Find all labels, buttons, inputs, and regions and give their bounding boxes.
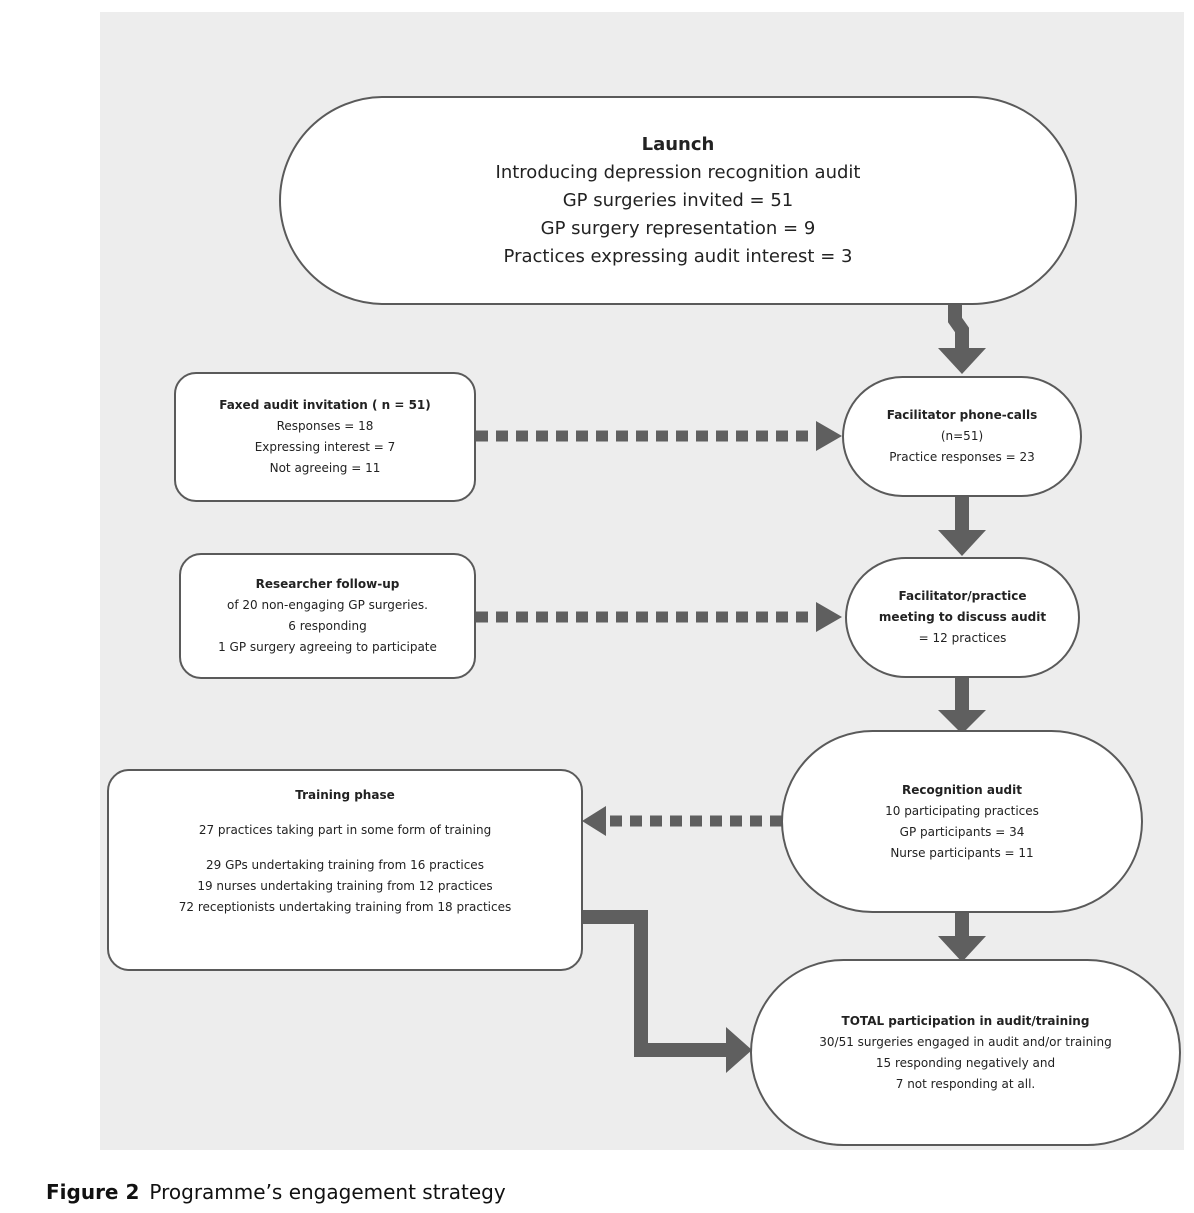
total-participation-title: TOTAL participation in audit/training xyxy=(841,1013,1090,1028)
arrow-launch-to-phone xyxy=(948,305,969,350)
dotted-arrowhead-researcher-to-meeting xyxy=(816,602,842,632)
figure-caption-label: Figure 2 xyxy=(46,1180,140,1204)
total-participation-node: TOTAL participation in audit/training 30… xyxy=(750,959,1181,1146)
arrowhead-meeting-to-recognition xyxy=(938,710,986,734)
phone-calls-line: (n=51) xyxy=(940,429,984,443)
researcher-followup-line: of 20 non-engaging GP surgeries. xyxy=(227,598,428,612)
launch-title: Launch xyxy=(641,133,715,155)
faxed-invitation-node: Faxed audit invitation ( n = 51) Respons… xyxy=(174,372,476,502)
total-participation-line: 15 responding negatively and xyxy=(875,1055,1056,1070)
recognition-audit-line: 10 participating practices xyxy=(885,803,1039,818)
faxed-invitation-line: Expressing interest = 7 xyxy=(254,440,396,454)
recognition-audit-line: Nurse participants = 11 xyxy=(890,845,1034,860)
dotted-arrowhead-recognition-to-training xyxy=(582,806,606,836)
practice-meeting-node: Facilitator/practice meeting to discuss … xyxy=(845,557,1080,678)
arrow-training-to-total xyxy=(583,910,730,1057)
launch-line: GP surgeries invited = 51 xyxy=(562,189,794,211)
launch-line: Introducing depression recognition audit xyxy=(495,161,861,183)
dotted-arrowhead-faxed-to-phone xyxy=(816,421,842,451)
training-phase-line: 29 GPs undertaking training from 16 prac… xyxy=(206,858,484,872)
figure-caption: Figure 2 Programme’s engagement strategy xyxy=(46,1180,506,1204)
training-phase-title: Training phase xyxy=(295,788,395,802)
training-phase-line: 72 receptionists undertaking training fr… xyxy=(178,900,512,914)
researcher-followup-title: Researcher follow-up xyxy=(255,577,400,591)
training-phase-line: 27 practices taking part in some form of… xyxy=(198,823,492,837)
faxed-invitation-line: Not agreeing = 11 xyxy=(269,461,381,475)
researcher-followup-line: 6 responding xyxy=(288,619,367,633)
training-phase-line: 19 nurses undertaking training from 12 p… xyxy=(197,879,493,893)
practice-meeting-line: = 12 practices xyxy=(918,631,1007,645)
arrowhead-phone-to-meeting xyxy=(938,530,986,556)
researcher-followup-node: Researcher follow-up of 20 non-engaging … xyxy=(179,553,476,679)
practice-meeting-line: meeting to discuss audit xyxy=(878,610,1047,624)
launch-line: Practices expressing audit interest = 3 xyxy=(503,245,853,267)
training-phase-node: Training phase 27 practices taking part … xyxy=(107,769,583,971)
researcher-followup-line: 1 GP surgery agreeing to participate xyxy=(218,640,437,654)
launch-line: GP surgery representation = 9 xyxy=(540,217,816,239)
total-participation-line: 7 not responding at all. xyxy=(895,1076,1036,1091)
phone-calls-node: Facilitator phone-calls (n=51) Practice … xyxy=(842,376,1082,497)
faxed-invitation-line: Responses = 18 xyxy=(276,419,374,433)
figure-caption-text: Programme’s engagement strategy xyxy=(149,1180,506,1204)
recognition-audit-node: Recognition audit 10 participating pract… xyxy=(781,730,1143,913)
faxed-invitation-title: Faxed audit invitation ( n = 51) xyxy=(219,398,431,412)
phone-calls-line: Practice responses = 23 xyxy=(889,450,1035,464)
recognition-audit-line: GP participants = 34 xyxy=(899,824,1025,839)
arrowhead-launch-to-phone xyxy=(938,348,986,374)
recognition-audit-title: Recognition audit xyxy=(902,782,1022,797)
practice-meeting-title: Facilitator/practice xyxy=(898,589,1027,603)
arrowhead-recognition-to-total xyxy=(938,936,986,962)
launch-node: Launch Introducing depression recognitio… xyxy=(279,96,1077,305)
arrowhead-training-to-total xyxy=(726,1027,752,1073)
total-participation-line: 30/51 surgeries engaged in audit and/or … xyxy=(819,1034,1112,1049)
phone-calls-title: Facilitator phone-calls xyxy=(886,408,1038,422)
